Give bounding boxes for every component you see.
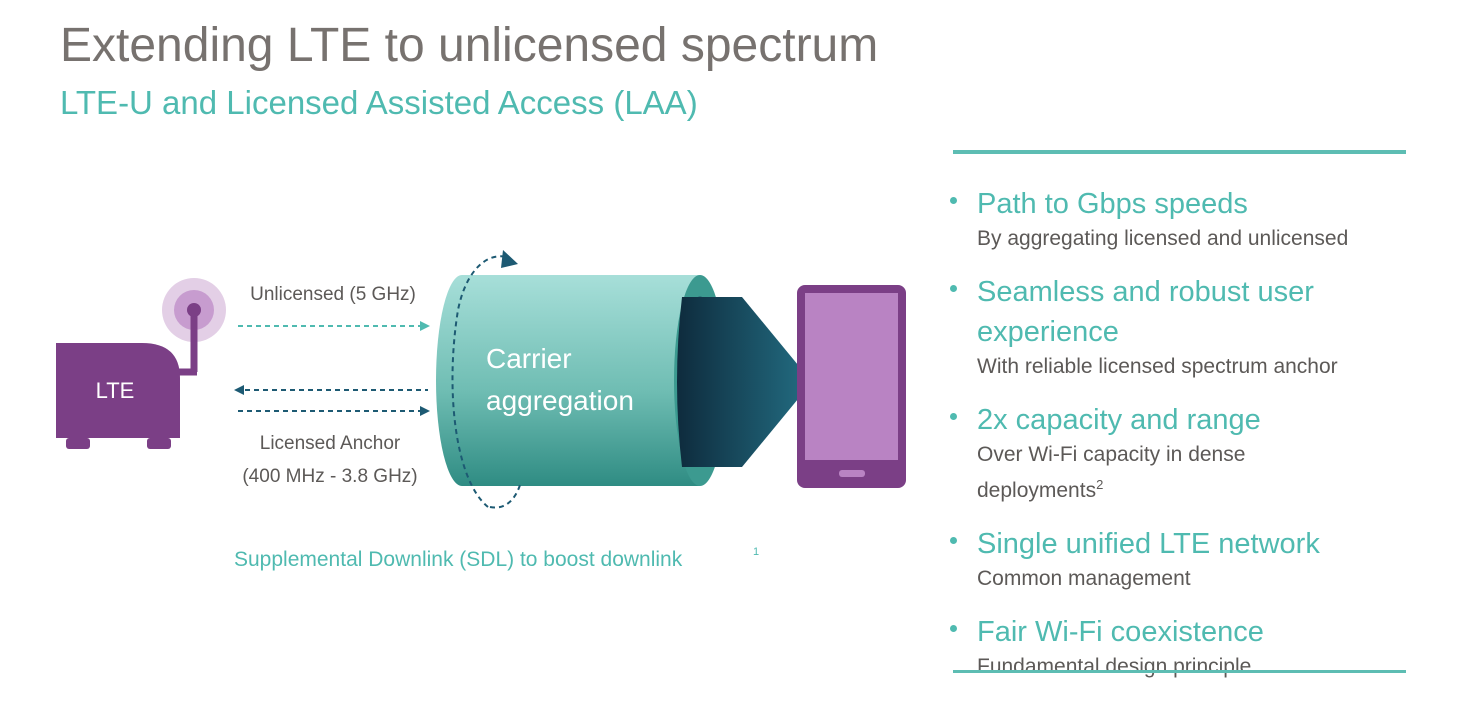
benefit-detail: Over Wi-Fi capacity in dense deployments… xyxy=(977,440,1307,506)
page-title: Extending LTE to unlicensed spectrum xyxy=(60,19,879,72)
bullet-icon xyxy=(950,285,957,292)
benefit-title: Single unified LTE network xyxy=(977,528,1320,560)
benefit-title: 2x capacity and range xyxy=(977,404,1261,436)
benefit-detail: By aggregating licensed and unlicensed xyxy=(977,227,1349,250)
aggregation-label: aggregation xyxy=(486,385,634,416)
antenna-icon xyxy=(162,278,226,376)
benefit-item: 2x capacity and range Over Wi-Fi capacit… xyxy=(948,400,1448,506)
benefit-detail: Fundamental design principle xyxy=(977,655,1252,678)
page-subtitle: LTE-U and Licensed Assisted Access (LAA) xyxy=(60,84,698,121)
benefit-item: Single unified LTE network Common manage… xyxy=(948,524,1448,594)
unlicensed-label: Unlicensed (5 GHz) xyxy=(250,284,416,305)
output-beam-icon xyxy=(677,297,812,467)
benefit-item: Path to Gbps speeds By aggregating licen… xyxy=(948,184,1448,254)
bullet-icon xyxy=(950,413,957,420)
benefit-title: Fair Wi-Fi coexistence xyxy=(977,616,1264,648)
lte-base-station-icon xyxy=(56,343,180,449)
top-divider xyxy=(953,150,1406,154)
benefit-title: Seamless and robust user experience xyxy=(977,276,1314,348)
carrier-aggregation-diagram: LTE Unlicensed (5 GHz) Licensed Anchor (… xyxy=(56,250,906,571)
bullet-icon xyxy=(950,197,957,204)
benefit-detail-text: Over Wi-Fi capacity in dense deployments xyxy=(977,443,1246,502)
rotation-arrow-icon xyxy=(451,255,511,508)
benefit-detail: With reliable licensed spectrum anchor xyxy=(977,355,1338,378)
benefit-title: Path to Gbps speeds xyxy=(977,188,1248,220)
smartphone-icon xyxy=(797,285,906,488)
benefit-list: Path to Gbps speeds By aggregating licen… xyxy=(948,184,1448,700)
bullet-icon xyxy=(950,625,957,632)
bullet-icon xyxy=(950,537,957,544)
licensed-range-label: (400 MHz - 3.8 GHz) xyxy=(242,466,417,487)
lte-label: LTE xyxy=(96,378,135,403)
bottom-divider xyxy=(953,670,1406,673)
benefit-detail: Common management xyxy=(977,567,1191,590)
benefit-footnote: 2 xyxy=(1096,477,1104,492)
sdl-footnote: 1 xyxy=(753,546,759,558)
carrier-label: Carrier xyxy=(486,343,572,374)
sdl-caption: Supplemental Downlink (SDL) to boost dow… xyxy=(234,548,683,571)
benefit-item: Seamless and robust user experience With… xyxy=(948,272,1448,382)
licensed-anchor-label: Licensed Anchor xyxy=(260,433,401,454)
